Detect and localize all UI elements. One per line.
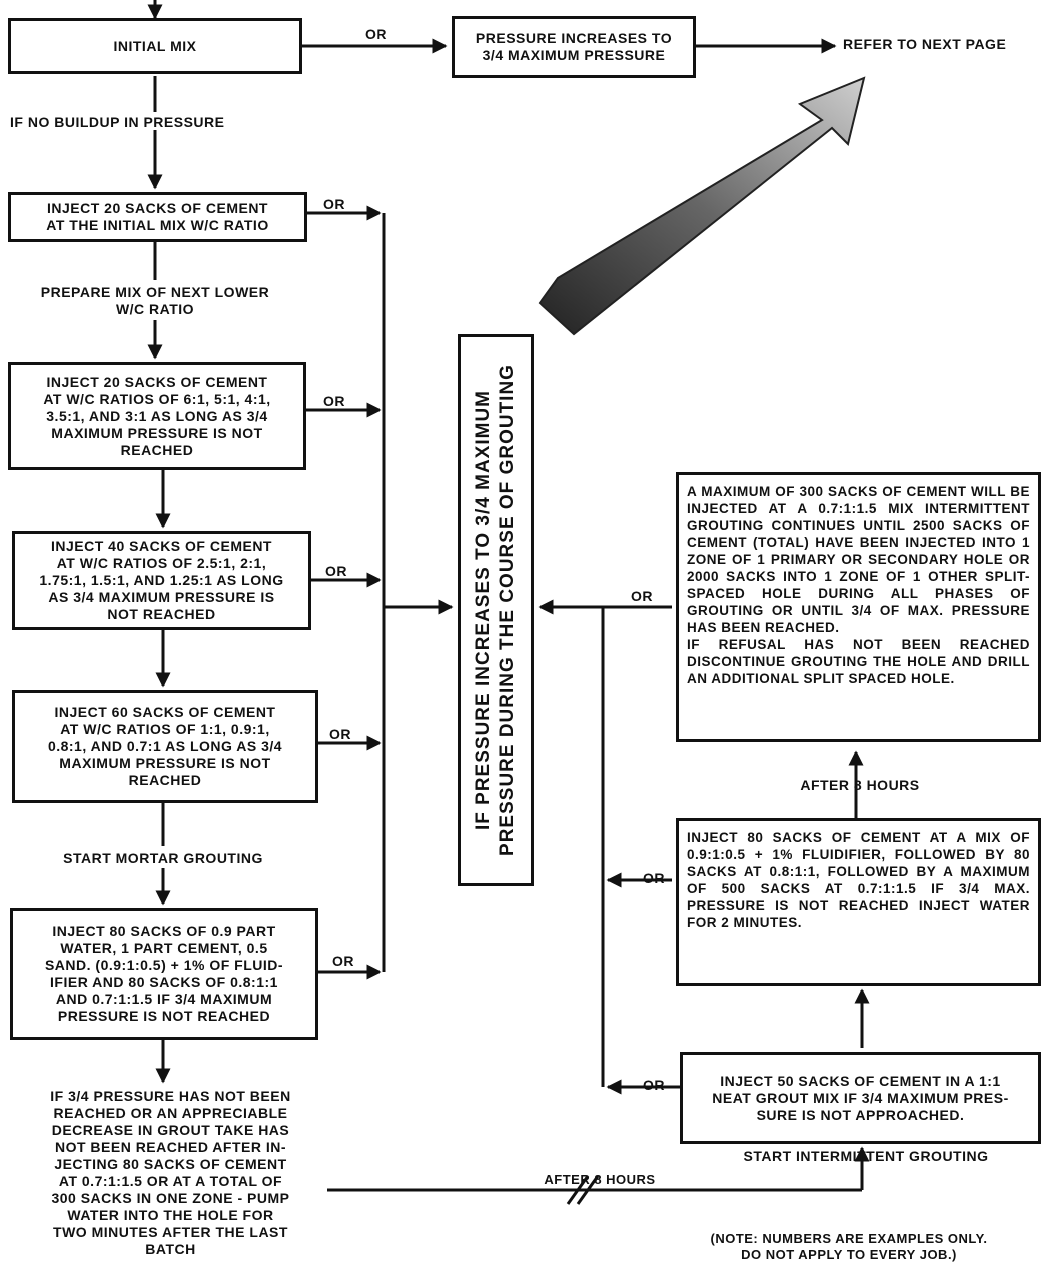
- or-label-5: OR: [332, 953, 354, 969]
- or-label-4: OR: [329, 726, 351, 742]
- or-label-right-3: OR: [643, 1077, 665, 1093]
- or-label-2: OR: [323, 393, 345, 409]
- step-inject-40: INJECT 40 SACKS OF CEMENT AT W/C RATIOS …: [12, 531, 311, 630]
- refer-next-page-label: REFER TO NEXT PAGE: [843, 36, 1007, 52]
- start-mortar-label: START MORTAR GROUTING: [63, 850, 263, 866]
- or-label-right-1: OR: [631, 588, 653, 604]
- center-pressure-condition-text: IF PRESSURE INCREASES TO 3/4 MAXIMUM PRE…: [473, 364, 518, 856]
- or-label-top: OR: [365, 26, 387, 42]
- initial-mix-box: INITIAL MIX: [8, 18, 302, 74]
- step-inject-80-mortar: INJECT 80 SACKS OF 0.9 PART WATER, 1 PAR…: [10, 908, 318, 1040]
- note-examples-only: (NOTE: NUMBERS ARE EXAMPLES ONLY. DO NOT…: [710, 1231, 988, 1262]
- inject-80-intermittent-box: INJECT 80 SACKS OF CEMENT AT A MIX OF 0.…: [676, 818, 1041, 986]
- step-inject-20-ratios: INJECT 20 SACKS OF CEMENT AT W/C RATIOS …: [8, 362, 306, 470]
- start-intermittent-label: START INTERMITTENT GROUTING: [743, 1148, 989, 1164]
- inject-50-neat-grout-box: INJECT 50 SACKS OF CEMENT IN A 1:1 NEAT …: [680, 1052, 1041, 1144]
- pressure-increase-box: PRESSURE INCREASES TO 3/4 MAXIMUM PRESSU…: [452, 16, 696, 78]
- no-buildup-label: IF NO BUILDUP IN PRESSURE: [10, 114, 225, 130]
- step-inject-20-initial: INJECT 20 SACKS OF CEMENT AT THE INITIAL…: [8, 192, 307, 242]
- or-label-3: OR: [325, 563, 347, 579]
- or-label-right-2: OR: [643, 870, 665, 886]
- max-300-sacks-box: A MAXIMUM OF 300 SACKS OF CEMENT WILL BE…: [676, 472, 1041, 742]
- after-8-hours-bottom: AFTER 8 HOURS: [544, 1172, 656, 1187]
- prepare-mix-label: PREPARE MIX OF NEXT LOWER W/C RATIO: [40, 284, 270, 317]
- after-8-hours-right: AFTER 8 HOURS: [800, 777, 920, 793]
- final-pump-water-note: IF 3/4 PRESSURE HAS NOT BEEN REACHED OR …: [50, 1088, 291, 1257]
- or-label-1: OR: [323, 196, 345, 212]
- step-inject-60: INJECT 60 SACKS OF CEMENT AT W/C RATIOS …: [12, 690, 318, 803]
- center-pressure-condition-box: IF PRESSURE INCREASES TO 3/4 MAXIMUM PRE…: [458, 334, 534, 886]
- big-arrow-graphic: [538, 76, 866, 336]
